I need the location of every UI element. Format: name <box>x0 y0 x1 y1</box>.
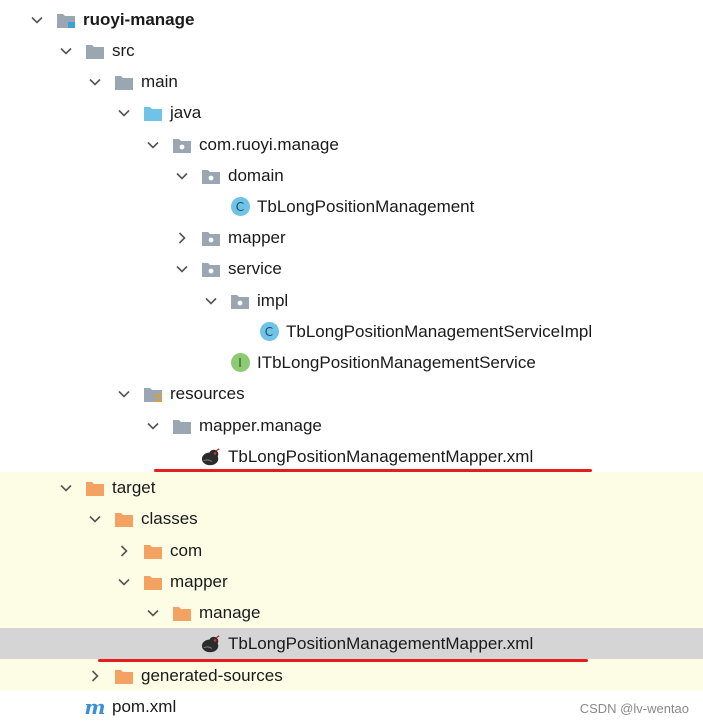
chevron-down-icon[interactable] <box>115 385 133 403</box>
tree-item-label: impl <box>257 291 289 310</box>
tree-row[interactable]: domain <box>0 160 703 191</box>
tree-row[interactable]: main <box>0 66 703 97</box>
folder-icon <box>85 41 105 61</box>
tree-item-label: mapper <box>170 572 228 591</box>
excluded-folder-icon <box>114 666 134 686</box>
tree-item-label: service <box>228 259 282 278</box>
csdn-watermark: CSDN @lv-wentao <box>579 701 689 716</box>
tree-item-label: TbLongPositionManagementMapper.xml <box>228 634 534 653</box>
tree-row[interactable]: resources <box>0 378 703 409</box>
tree-item-label: TbLongPositionManagementServiceImpl <box>286 322 593 341</box>
tree-row[interactable]: target <box>0 472 703 503</box>
class-icon: C <box>230 197 250 217</box>
chevron-down-icon[interactable] <box>115 573 133 591</box>
folder-icon <box>172 416 192 436</box>
tree-row[interactable]: C TbLongPositionManagement <box>0 191 703 222</box>
package-icon <box>172 135 192 155</box>
chevron-down-icon[interactable] <box>115 104 133 122</box>
excluded-folder-icon <box>143 572 163 592</box>
tree-item-label: main <box>141 72 178 91</box>
tree-row[interactable]: C TbLongPositionManagementServiceImpl <box>0 316 703 347</box>
source-folder-icon <box>143 103 163 123</box>
tree-row[interactable]: ruoyi-manage <box>0 4 703 35</box>
tree-row[interactable]: com <box>0 535 703 566</box>
resources-folder-icon <box>143 384 163 404</box>
tree-row[interactable]: TbLongPositionManagementMapper.xml <box>0 441 703 472</box>
tree-row[interactable]: m pom.xml <box>0 691 703 722</box>
chevron-down-icon[interactable] <box>144 604 162 622</box>
tree-item-label: resources <box>170 384 245 403</box>
tree-item-label: java <box>170 103 202 122</box>
package-icon <box>201 259 221 279</box>
package-icon <box>201 228 221 248</box>
chevron-down-icon[interactable] <box>28 11 46 29</box>
tree-item-label: manage <box>199 603 261 622</box>
mybatis-xml-icon <box>201 634 221 654</box>
tree-row[interactable]: mapper.manage <box>0 410 703 441</box>
mybatis-xml-icon <box>201 447 221 467</box>
tree-item-label: classes <box>141 509 198 528</box>
tree-row[interactable]: generated-sources <box>0 660 703 691</box>
excluded-folder-icon <box>143 541 163 561</box>
class-icon: C <box>259 322 279 342</box>
chevron-right-icon[interactable] <box>173 229 191 247</box>
tree-row[interactable]: manage <box>0 597 703 628</box>
tree-item-label: TbLongPositionManagement <box>257 197 475 216</box>
tree-item-label: com.ruoyi.manage <box>199 135 339 154</box>
tree-item-label: com <box>170 541 203 560</box>
excluded-folder-icon <box>85 478 105 498</box>
tree-item-label: mapper.manage <box>199 416 322 435</box>
chevron-right-icon[interactable] <box>86 667 104 685</box>
tree-item-label: mapper <box>228 228 286 247</box>
chevron-down-icon[interactable] <box>57 479 75 497</box>
tree-item-label: src <box>112 41 135 60</box>
folder-icon <box>114 72 134 92</box>
chevron-down-icon[interactable] <box>86 510 104 528</box>
package-icon <box>201 166 221 186</box>
chevron-down-icon[interactable] <box>173 260 191 278</box>
excluded-folder-icon <box>114 509 134 529</box>
module-folder-icon <box>56 10 76 30</box>
chevron-down-icon[interactable] <box>144 136 162 154</box>
tree-row[interactable]: mapper <box>0 566 703 597</box>
excluded-folder-icon <box>172 603 192 623</box>
tree-row[interactable]: I ITbLongPositionManagementService <box>0 347 703 378</box>
tree-item-label: target <box>112 478 156 497</box>
red-underline-target-mapper <box>98 659 588 662</box>
tree-item-label: TbLongPositionManagementMapper.xml <box>228 447 534 466</box>
tree-row[interactable]: TbLongPositionManagementMapper.xml <box>0 628 703 659</box>
chevron-right-icon[interactable] <box>115 542 133 560</box>
tree-item-label: generated-sources <box>141 666 283 685</box>
tree-item-label: pom.xml <box>112 697 177 716</box>
chevron-down-icon[interactable] <box>57 42 75 60</box>
red-underline-source-mapper <box>154 469 592 472</box>
tree-row[interactable]: mapper <box>0 222 703 253</box>
tree-item-label: domain <box>228 166 284 185</box>
tree-row[interactable]: service <box>0 253 703 284</box>
tree-item-label: ITbLongPositionManagementService <box>257 353 536 372</box>
chevron-down-icon[interactable] <box>173 167 191 185</box>
chevron-down-icon[interactable] <box>144 417 162 435</box>
interface-icon: I <box>230 353 250 373</box>
tree-row[interactable]: classes <box>0 503 703 534</box>
tree-row[interactable]: java <box>0 97 703 128</box>
chevron-down-icon[interactable] <box>86 73 104 91</box>
tree-row[interactable]: impl <box>0 285 703 316</box>
tree-item-label: ruoyi-manage <box>83 10 195 29</box>
chevron-down-icon[interactable] <box>202 292 220 310</box>
tree-row[interactable]: com.ruoyi.manage <box>0 129 703 160</box>
tree-row[interactable]: src <box>0 35 703 66</box>
maven-icon: m <box>84 694 106 719</box>
package-icon <box>230 291 250 311</box>
